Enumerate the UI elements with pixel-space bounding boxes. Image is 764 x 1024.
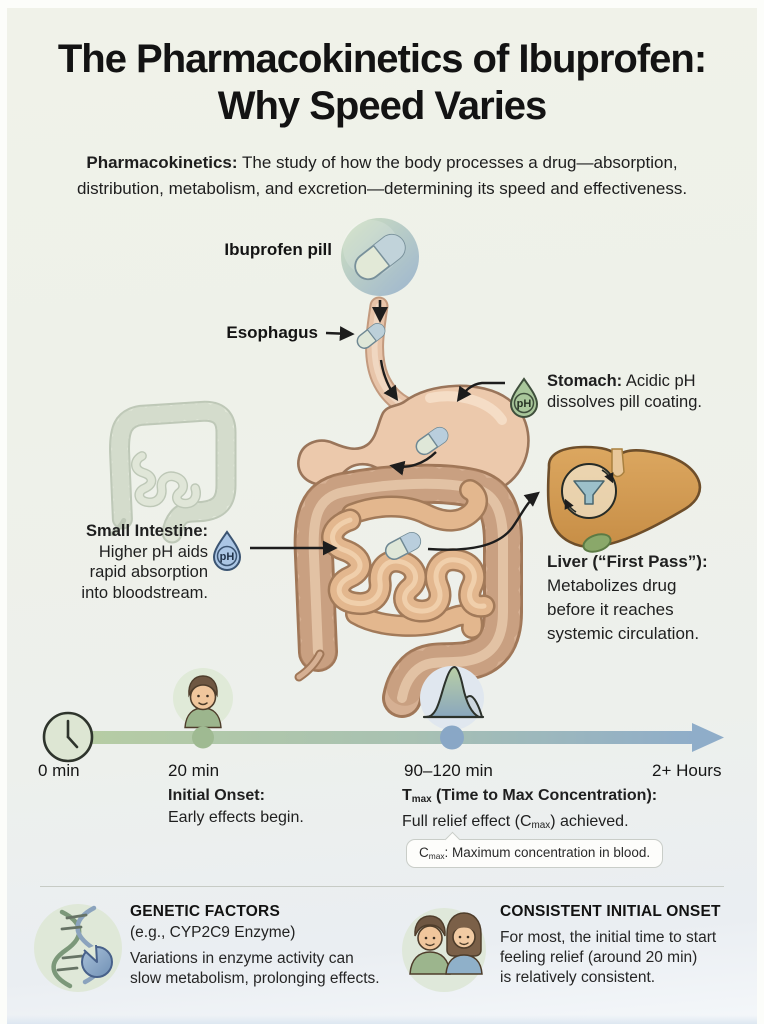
small-intestine-line-1: Higher pH aids [98,542,208,561]
page-title: The Pharmacokinetics of Ibuprofen: Why S… [0,36,764,130]
liver-line-2: before it reaches [547,600,674,619]
stomach-note-line-2: dissolves pill coating. [547,393,702,411]
definition-line-2: distribution, metabolism, and excretion—… [76,178,688,198]
arrow-to-liver [427,491,540,551]
initial-onset-desc: Early effects begin. [168,809,304,826]
timeline-dot-90min [440,725,464,750]
liver-term: Liver (“First Pass”): [547,552,708,571]
enzyme-icon [81,944,113,978]
definition-text: Pharmacokinetics: The study of how the b… [42,150,722,201]
pill-in-stomach-icon [415,426,449,456]
consistent-body-line-3: is relatively consistent. [500,969,656,986]
tick-20min: 20 min [168,761,220,780]
genetic-factors-body: Variations in enzyme activity can slow m… [130,949,390,989]
genetic-factors-panel: GENETIC FACTORS (e.g., CYP2C9 Enzyme) Va… [130,903,390,989]
large-intestine-organ [293,463,523,718]
stomach-line-1-rest: Acidic pH [622,372,696,390]
faded-intestine-icon [109,400,237,544]
ibuprofen-pill-label: Ibuprofen pill [224,240,332,259]
bottom-accent-strip [0,1015,764,1024]
small-intestine-note: Small Intestine: Higher pH aids rapid ab… [28,521,208,603]
tmax-annotation: Tmax (Time to Max Concentration): Full r… [402,785,657,837]
stomach-term: Stomach: [547,372,623,390]
cmax-subscript: max [531,820,551,832]
genetic-body-line-1: Variations in enzyme activity can [130,950,354,967]
esophagus-label: Esophagus [226,323,318,342]
metabolism-funnel-icon [561,463,617,519]
timeline-arrowhead-icon [692,723,724,752]
pill-in-intestine-icon [384,531,422,561]
consistent-onset-body: For most, the initial time to start feel… [500,928,750,988]
genetic-factors-title: GENETIC FACTORS [130,903,280,920]
arrow-esophagus-label [325,326,355,341]
timeline-bar [66,731,693,744]
tmax-title: Tmax (Time to Max Concentration): [402,785,657,811]
tmax-t: T [402,787,412,804]
timeline [42,666,724,763]
stomach-ph-text: pH [517,398,532,410]
liver-line-3: systemic circulation. [547,624,700,643]
arrow-in-stomach [389,451,437,476]
clock-icon [42,711,94,763]
liver-organ [546,445,702,553]
tick-2plus-hours: 2+ Hours [652,761,722,780]
title-line-1: The Pharmacokinetics of Ibuprofen: [57,37,707,81]
initial-onset-title: Initial Onset: [168,787,265,804]
cmax-sub: max [428,850,445,861]
definition-term: Pharmacokinetics: [86,153,238,172]
title-line-2: Why Speed Varies [217,83,548,128]
tmax-desc-post: ) achieved. [550,813,629,831]
small-intestine-line-2: rapid absorption [89,563,208,581]
tick-0min: 0 min [38,761,80,780]
consistent-body-line-2: feeling relief (around 20 min) [500,949,698,966]
stomach-ph-droplet-icon: pH [509,377,539,418]
genetic-factors-subtitle: (e.g., CYP2C9 Enzyme) [130,924,296,941]
cmax-pre: C [419,845,429,860]
small-intestine-term: Small Intestine: [86,522,208,540]
small-intestine-line-3: into bloodstream. [81,583,208,602]
liver-note: Liver (“First Pass”): Metabolizes drug b… [547,550,747,646]
arrow-stomach-label [456,381,505,403]
timeline-dot-20min [192,726,214,749]
tick-90-120min: 90–120 min [404,761,493,780]
consistent-onset-panel: CONSISTENT INITIAL ONSET For most, the i… [500,903,750,988]
stomach-note: Stomach: Acidic pH dissolves pill coatin… [547,371,737,413]
initial-onset-annotation: Initial Onset: Early effects begin. [168,785,304,829]
tmax-title-rest: (Time to Max Concentration): [431,787,658,804]
tmax-subscript: max [411,794,432,806]
concentration-curve-icon [420,666,485,730]
liver-line-1: Metabolizes drug [547,576,677,595]
two-people-icon [402,908,486,992]
person-icon [173,668,233,729]
intestine-ph-text: pH [220,551,235,563]
tmax-desc-pre: Full relief effect (C [402,813,532,831]
cmax-post: : Maximum concentration in blood. [444,845,651,860]
cmax-tooltip: Cmax: Maximum concentration in blood. [406,839,664,868]
dna-icon [34,904,122,992]
small-intestine-organ [321,479,496,639]
genetic-body-line-2: slow metabolism, prolonging effects. [130,970,380,987]
pill-in-esophagus-icon [356,323,386,349]
definition-line-1: Pharmacokinetics: The study of how the b… [42,150,722,176]
tmax-desc: Full relief effect (Cmax) achieved. [402,811,657,837]
consistent-body-line-1: For most, the initial time to start [500,929,717,946]
gallbladder-icon [582,533,612,553]
ibuprofen-pill-icon [341,218,419,296]
stomach-note-line-1: Stomach: Acidic pH [547,371,737,392]
definition-line-1-rest: The study of how the body processes a dr… [237,153,678,172]
consistent-onset-title: CONSISTENT INITIAL ONSET [500,903,721,920]
arrow-down-esophagus [379,359,399,402]
footer-divider [40,886,724,887]
intestine-ph-droplet-icon: pH [212,530,242,571]
